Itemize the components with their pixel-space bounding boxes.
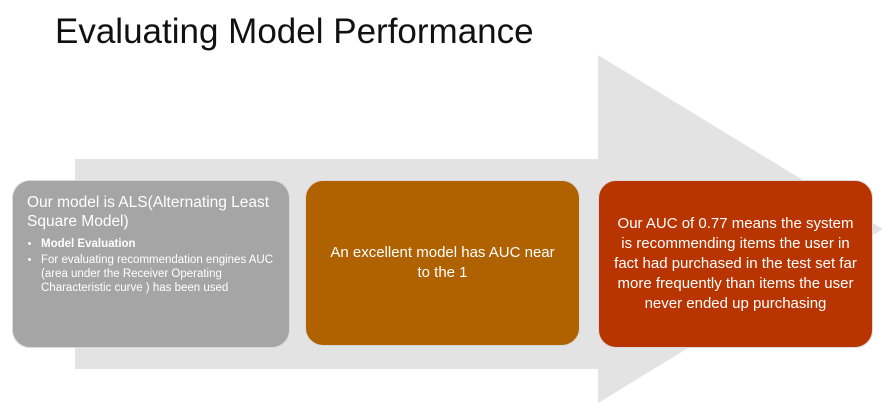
slide-title: Evaluating Model Performance bbox=[55, 12, 534, 51]
step-1-bullet: Model Evaluation bbox=[41, 237, 277, 251]
step-3-text: Our AUC of 0.77 means the system is reco… bbox=[614, 215, 857, 312]
step-box-2: An excellent model has AUC near to the 1 bbox=[305, 180, 580, 346]
step-1-bullets: Model Evaluation For evaluating recommen… bbox=[27, 237, 277, 295]
step-1-heading: Our model is ALS(Alternating Least Squar… bbox=[27, 194, 270, 230]
step-box-1: Our model is ALS(Alternating Least Squar… bbox=[12, 180, 290, 348]
step-1-bullet: For evaluating recommendation engines AU… bbox=[41, 253, 277, 295]
step-box-3: Our AUC of 0.77 means the system is reco… bbox=[598, 180, 873, 348]
step-2-text: An excellent model has AUC near to the 1 bbox=[330, 244, 555, 281]
